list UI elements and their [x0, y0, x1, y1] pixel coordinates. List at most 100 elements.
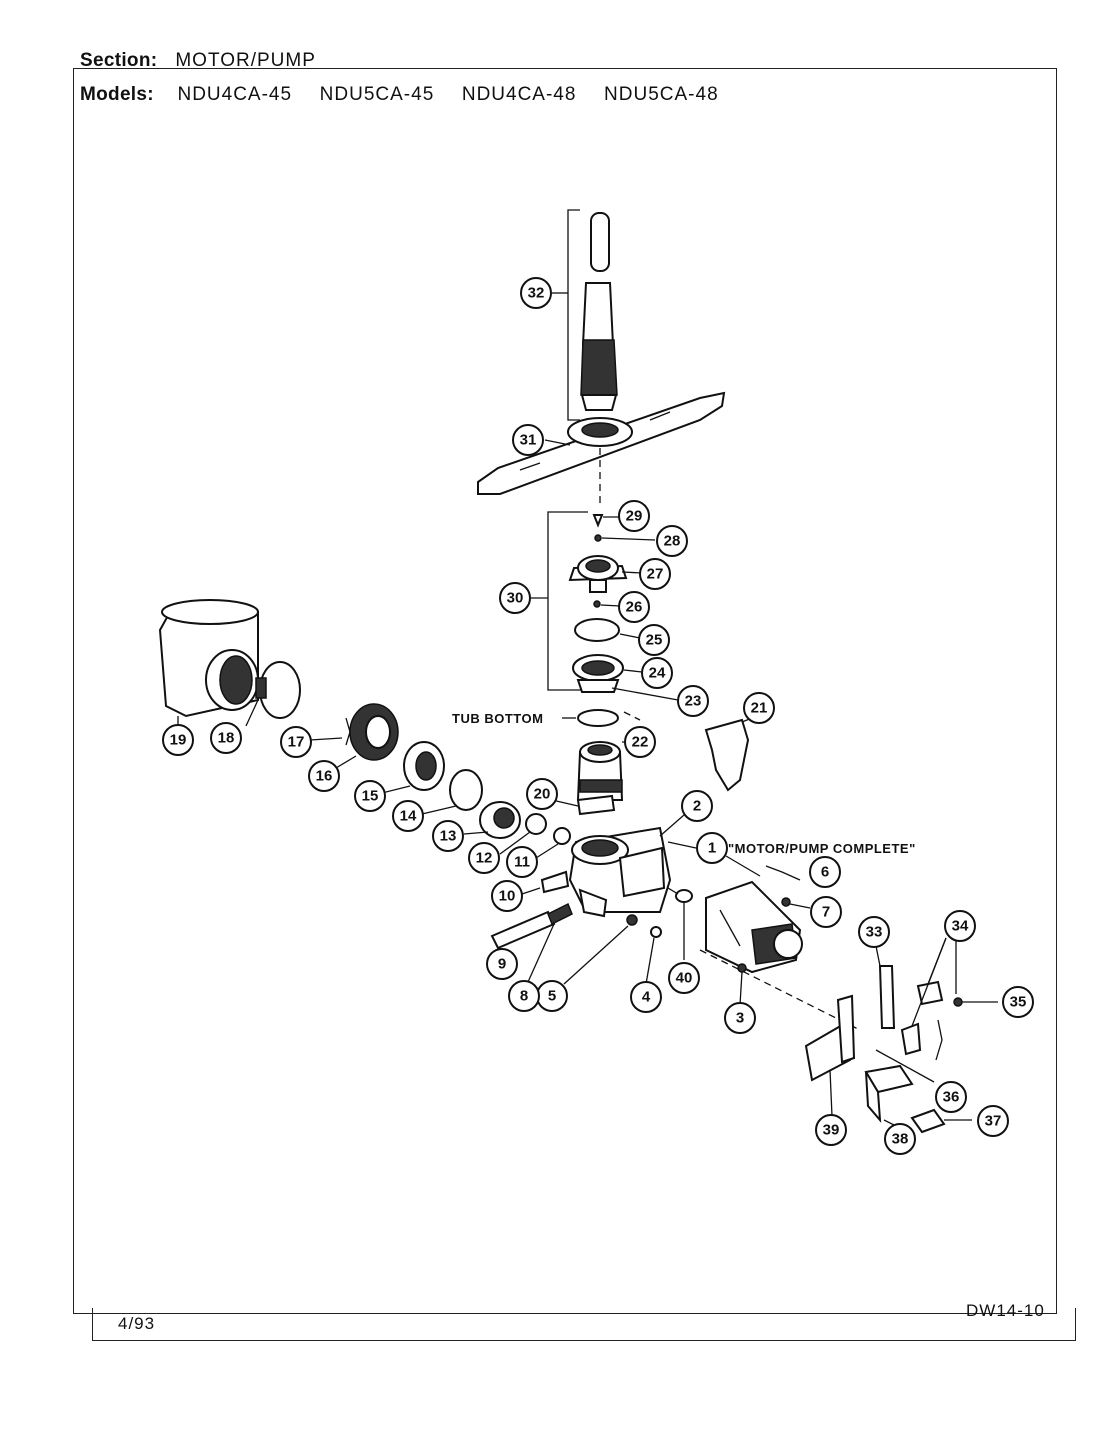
part-9-hose: [490, 910, 556, 950]
part-39-mounting-bracket: [804, 994, 856, 1082]
callout-13: 13: [432, 820, 464, 852]
callout-35: 35: [1002, 986, 1034, 1018]
callout-7: 7: [810, 896, 842, 928]
model-number: NDU5CA-48: [604, 84, 719, 105]
svg-text:18: 18: [218, 730, 235, 747]
svg-text:21: 21: [751, 700, 768, 717]
callout-12: 12: [468, 842, 500, 874]
callout-9: 9: [486, 948, 518, 980]
part-31-lower-spray-arm: [477, 391, 726, 495]
svg-text:8: 8: [520, 988, 528, 1005]
part-13-pump-cover: [479, 801, 521, 839]
svg-text:22: 22: [632, 734, 649, 751]
footer-date: 4/93: [118, 1314, 156, 1333]
svg-text:26: 26: [626, 599, 643, 616]
svg-text:6: 6: [821, 864, 829, 881]
callout-25: 25: [638, 624, 670, 656]
callout-2: 2: [681, 790, 713, 822]
part-7-screw: [781, 897, 791, 907]
svg-text:9: 9: [498, 956, 506, 973]
svg-text:2: 2: [693, 798, 701, 815]
part-22-pump-tower: [576, 741, 624, 801]
part-8-spring: [547, 902, 573, 926]
svg-text:29: 29: [626, 508, 643, 525]
part-25-o-ring: [574, 618, 620, 642]
callout-40: 40: [668, 962, 700, 994]
section-heading: Section:MOTOR/PUMP: [80, 50, 316, 72]
callout-6: 6: [809, 856, 841, 888]
callout-11: 11: [506, 846, 538, 878]
svg-text:15: 15: [362, 788, 379, 805]
callout-28: 28: [656, 525, 688, 557]
svg-text:33: 33: [866, 924, 883, 941]
svg-text:4: 4: [642, 989, 651, 1006]
models-heading: Models: NDU4CA-45 NDU5CA-45 NDU4CA-48 ND…: [80, 84, 741, 106]
part-36-spring: [935, 1019, 943, 1061]
svg-text:3: 3: [736, 1010, 744, 1027]
footer-document-code: DW14-10: [966, 1301, 1045, 1320]
part-15-seal-plate: [403, 741, 445, 791]
part-33-bracket-strap: [878, 965, 896, 1029]
callout-10: 10: [491, 880, 523, 912]
callout-16: 16: [308, 760, 340, 792]
svg-text:20: 20: [534, 786, 551, 803]
callout-23: 23: [677, 685, 709, 717]
callout-26: 26: [618, 591, 650, 623]
svg-text:31: 31: [520, 432, 537, 449]
part-16-impeller: [349, 703, 399, 761]
svg-text:16: 16: [316, 768, 333, 785]
svg-text:11: 11: [514, 854, 530, 871]
callout-21: 21: [743, 692, 775, 724]
svg-text:30: 30: [507, 590, 524, 607]
section-value: MOTOR/PUMP: [175, 50, 316, 71]
part-28-washer: [594, 534, 602, 542]
callout-30: 30: [499, 582, 531, 614]
part-2-pump-housing: [568, 826, 672, 918]
svg-text:10: 10: [499, 888, 516, 905]
tub-bottom-gasket: [577, 709, 619, 727]
part-20-clamp: [576, 794, 616, 816]
callout-18: 18: [210, 722, 242, 754]
svg-text:25: 25: [646, 632, 663, 649]
callout-38: 38: [884, 1123, 916, 1155]
model-number: NDU5CA-45: [319, 84, 435, 105]
footer-box: [92, 1308, 1076, 1341]
callout-15: 15: [354, 780, 386, 812]
svg-text:35: 35: [1010, 994, 1027, 1011]
part-18-clamp-ring: [255, 661, 301, 719]
callout-19: 19: [162, 724, 194, 756]
callout-22: 22: [624, 726, 656, 758]
svg-text:13: 13: [440, 828, 457, 845]
bracket-32: [567, 209, 580, 421]
svg-text:14: 14: [400, 808, 417, 825]
svg-text:27: 27: [647, 566, 664, 583]
part-19-filter-housing: [158, 599, 259, 718]
part-1-motor: [705, 880, 803, 974]
svg-text:32: 32: [528, 285, 545, 302]
part-12-bushing: [525, 813, 547, 835]
callout-37: 37: [977, 1105, 1009, 1137]
svg-text:19: 19: [170, 732, 187, 749]
callout-36: 36: [935, 1081, 967, 1113]
part-6-wire: [765, 865, 801, 881]
callout-8: 8: [508, 980, 540, 1012]
callout-34: 34: [944, 910, 976, 942]
tub-bottom-label: TUB BOTTOM: [452, 711, 543, 726]
part-35-screw: [953, 997, 963, 1007]
svg-text:28: 28: [664, 533, 681, 550]
part-11-seal: [553, 827, 571, 845]
part-26-seal: [593, 600, 601, 608]
callout-29: 29: [618, 500, 650, 532]
callout-1: 1: [696, 832, 728, 864]
callout-14: 14: [392, 800, 424, 832]
models-label: Models:: [80, 84, 154, 105]
callout-32: 32: [520, 277, 552, 309]
part-5-washer: [626, 914, 638, 926]
svg-text:39: 39: [823, 1122, 840, 1139]
part-3-screw: [737, 963, 747, 973]
part-24-bearing: [572, 654, 624, 682]
svg-text:40: 40: [676, 970, 693, 987]
svg-text:34: 34: [952, 918, 969, 935]
part-23-ring: [576, 679, 620, 693]
